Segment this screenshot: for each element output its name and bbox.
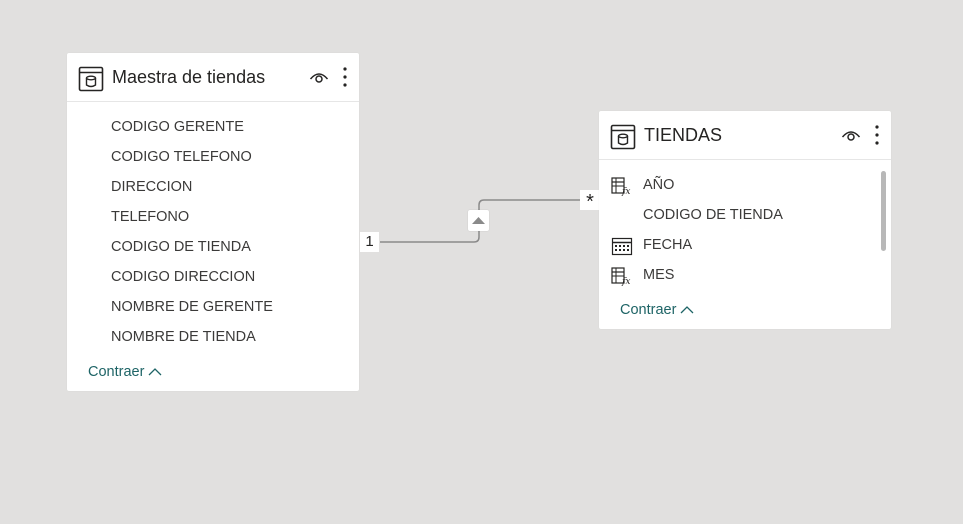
table-card-header[interactable]: TIENDAS (599, 111, 891, 160)
collapse-button[interactable]: Contraer (88, 364, 163, 380)
field-label: FECHA (643, 237, 693, 253)
more-options-icon[interactable] (873, 124, 881, 146)
chevron-up-icon (680, 306, 694, 314)
filter-direction-icon[interactable] (468, 210, 489, 231)
cardinality-many-label: * (580, 190, 600, 213)
field-row[interactable]: NOMBRE DE GERENTE (67, 293, 359, 323)
field-label: TELEFONO (111, 209, 190, 225)
eye-icon[interactable] (841, 127, 861, 143)
more-options-icon[interactable] (341, 66, 349, 88)
table-title: TIENDAS (644, 125, 723, 145)
cardinality-one-label: 1 (360, 232, 379, 252)
table-card-maestra-de-tiendas[interactable]: Maestra de tiendas CODIGO GERENTE CODIGO… (67, 53, 359, 391)
table-icon (78, 66, 104, 92)
scrollbar[interactable] (881, 171, 886, 251)
field-label: CODIGO DE TIENDA (643, 207, 783, 223)
table-card-header[interactable]: Maestra de tiendas (67, 53, 359, 102)
field-row[interactable]: CODIGO DE TIENDA (599, 201, 891, 231)
field-row[interactable]: NOMBRE DE TIENDA (67, 323, 359, 353)
calendar-icon (611, 237, 633, 256)
calculated-column-icon: fx (611, 267, 630, 286)
field-label: CODIGO DIRECCION (111, 269, 256, 285)
chevron-up-icon (148, 368, 162, 376)
field-label: MES (643, 267, 675, 283)
collapse-label: Contraer (620, 302, 677, 318)
table-card-tiendas[interactable]: TIENDAS fx AÑO CODIGO DE TIENDA (599, 111, 891, 329)
field-label: DIRECCION (111, 179, 193, 195)
collapse-label: Contraer (88, 364, 145, 380)
table-title: Maestra de tiendas (112, 67, 266, 87)
field-label: CODIGO GERENTE (111, 119, 244, 135)
field-row[interactable]: fx AÑO (599, 171, 891, 201)
calculated-column-icon: fx (611, 177, 630, 196)
field-label: CODIGO DE TIENDA (111, 239, 251, 255)
field-label: AÑO (643, 177, 675, 193)
svg-text:fx: fx (621, 277, 630, 286)
field-row[interactable]: CODIGO DE TIENDA (67, 233, 359, 263)
field-label: CODIGO TELEFONO (111, 149, 252, 165)
collapse-button[interactable]: Contraer (620, 302, 695, 318)
eye-icon[interactable] (309, 69, 329, 85)
field-row[interactable]: DIRECCION (67, 173, 359, 203)
field-row[interactable]: CODIGO TELEFONO (67, 143, 359, 173)
table-icon (610, 124, 636, 150)
field-row[interactable]: CODIGO GERENTE (67, 113, 359, 143)
field-label: NOMBRE DE TIENDA (111, 329, 256, 345)
svg-text:fx: fx (621, 187, 630, 196)
field-label: NOMBRE DE GERENTE (111, 299, 273, 315)
field-row[interactable]: TELEFONO (67, 203, 359, 233)
field-row[interactable]: CODIGO DIRECCION (67, 263, 359, 293)
field-row[interactable]: FECHA (599, 231, 891, 261)
field-row[interactable]: fx MES (599, 261, 891, 291)
